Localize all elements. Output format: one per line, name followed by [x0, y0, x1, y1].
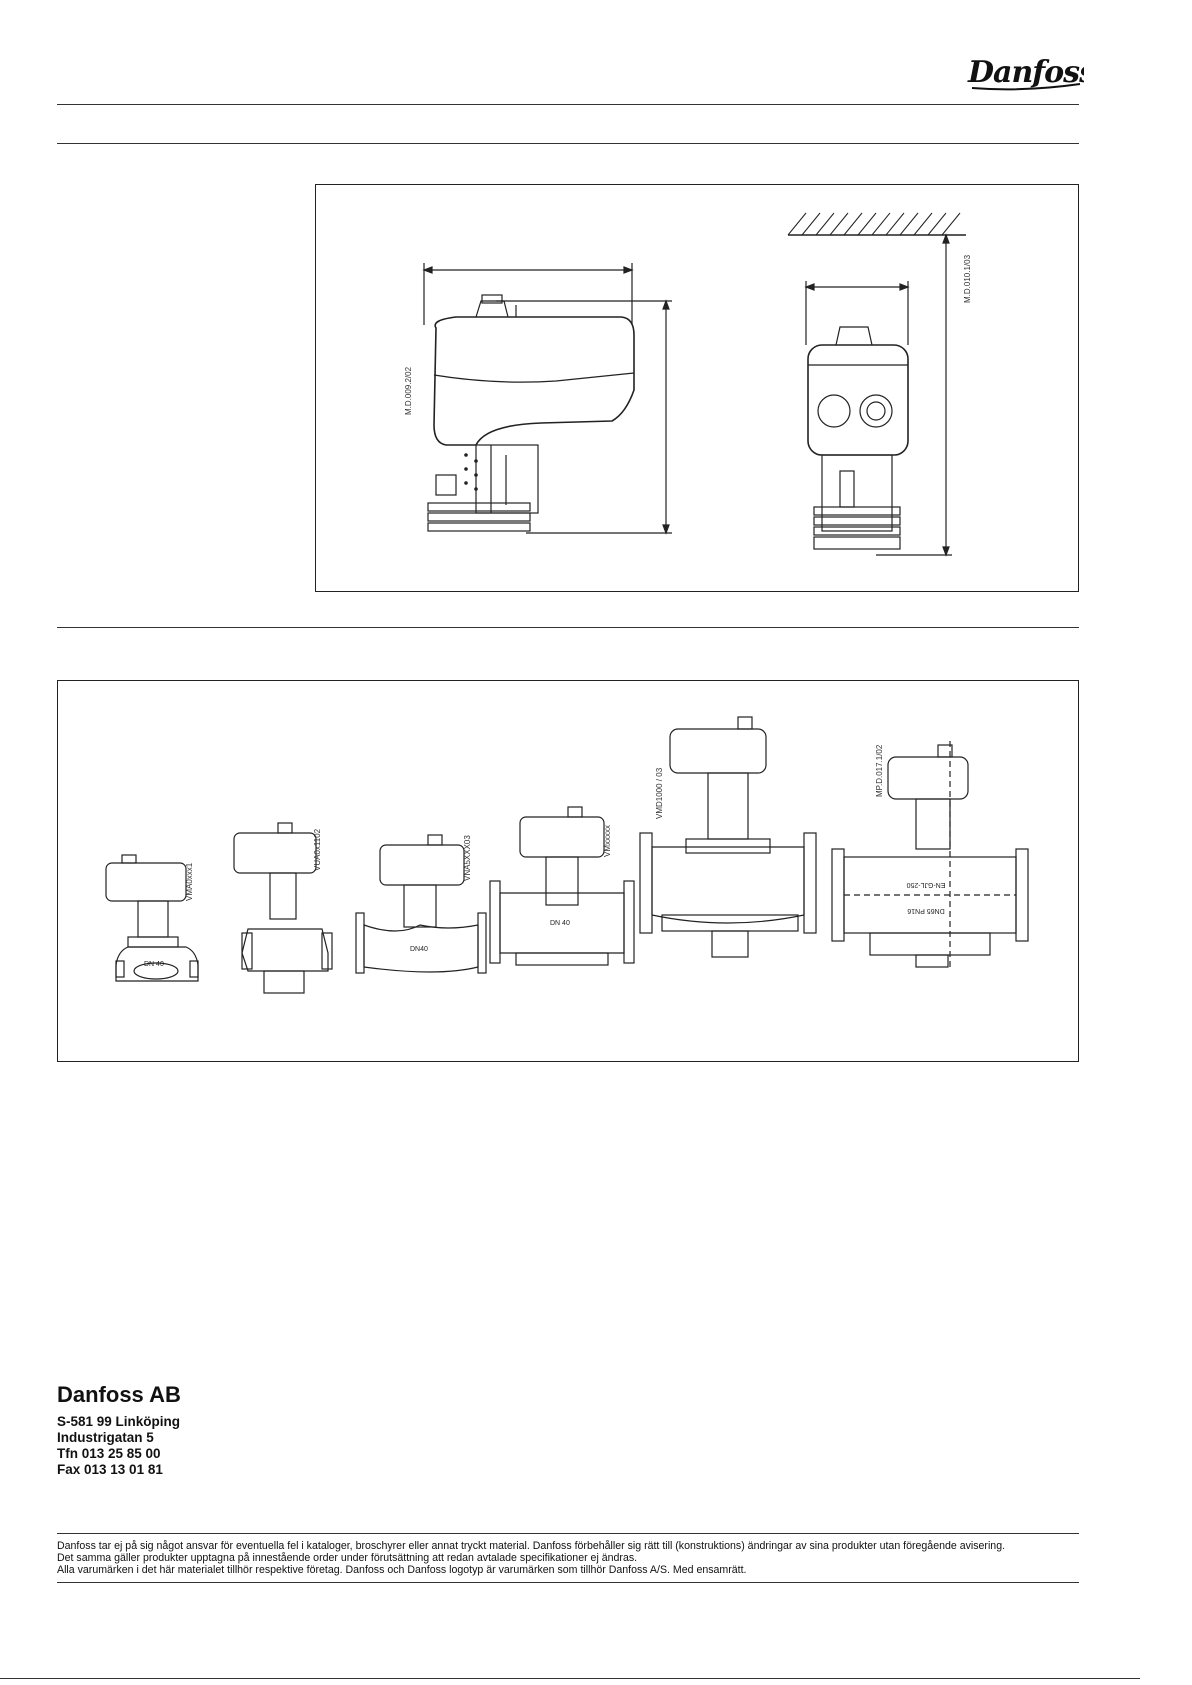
header-rule-1: [57, 104, 1079, 105]
valve-6-label-mid: DN65 PN16: [907, 907, 944, 914]
valve-combinations: DN 40 DN40 DN 40 EN-GJL-250 DN65 PN16 VM…: [105, 716, 1029, 994]
side-view-code: M.D.009.2/02: [404, 366, 413, 415]
valve-5: [639, 716, 817, 958]
valve-1-code: VMA0xxx1: [185, 862, 194, 901]
valve-6: [831, 741, 1029, 971]
valve-6-label-top: EN-GJL-250: [906, 881, 945, 888]
valve-5-code: VMD1000 / 03: [655, 767, 664, 819]
valve-4: [489, 806, 635, 966]
valve-4-label: DN 40: [550, 920, 570, 927]
address-line-2: Industrigatan 5: [57, 1430, 154, 1445]
header-rule-2: [57, 143, 1079, 144]
footer-rule: [0, 1678, 1140, 1679]
company-name: Danfoss AB: [57, 1382, 181, 1407]
address-line-4: Fax 013 13 01 81: [57, 1462, 163, 1477]
valve-1-label: DN 40: [144, 961, 164, 968]
valve-2-code: VUA0x1102: [313, 828, 322, 871]
valve-1: [105, 854, 199, 982]
valve-4-code: VMxxxxx: [603, 825, 612, 857]
address-line-1: S-581 99 Linköping: [57, 1414, 181, 1429]
disclaimer-line-1: Danfoss tar ej på sig något ansvar för e…: [57, 1540, 1006, 1552]
disclaimer-line-2: Det samma gäller produkter upptagna på i…: [57, 1552, 638, 1564]
dimension-drawing: M.D.009.2/02 M.D.010.1/03: [404, 212, 972, 557]
disclaimer-bottom-rule: [57, 1582, 1079, 1583]
disclaimer-line-3: Alla varumärken i det här materialet til…: [57, 1564, 747, 1576]
dimension-drawing-frame: M.D.009.2/02 M.D.010.1/03: [315, 184, 1079, 592]
address-line-3: Tfn 013 25 85 00: [57, 1446, 161, 1461]
danfoss-logo: Danfoss: [967, 55, 1084, 91]
front-view-code: M.D.010.1/03: [963, 254, 972, 303]
valve-3-code: VNA5XXX03: [463, 835, 472, 881]
logo-text: Danfoss: [967, 55, 1084, 90]
section-rule: [57, 627, 1079, 628]
valve-2: [233, 822, 333, 994]
valve-6-code: MP.D.017.1/02: [875, 744, 884, 797]
valve-3: [355, 834, 487, 974]
valve-combinations-frame: DN 40 DN40 DN 40 EN-GJL-250 DN65 PN16 VM…: [57, 680, 1079, 1062]
valve-3-label: DN40: [410, 946, 428, 953]
disclaimer-top-rule: [57, 1533, 1079, 1534]
